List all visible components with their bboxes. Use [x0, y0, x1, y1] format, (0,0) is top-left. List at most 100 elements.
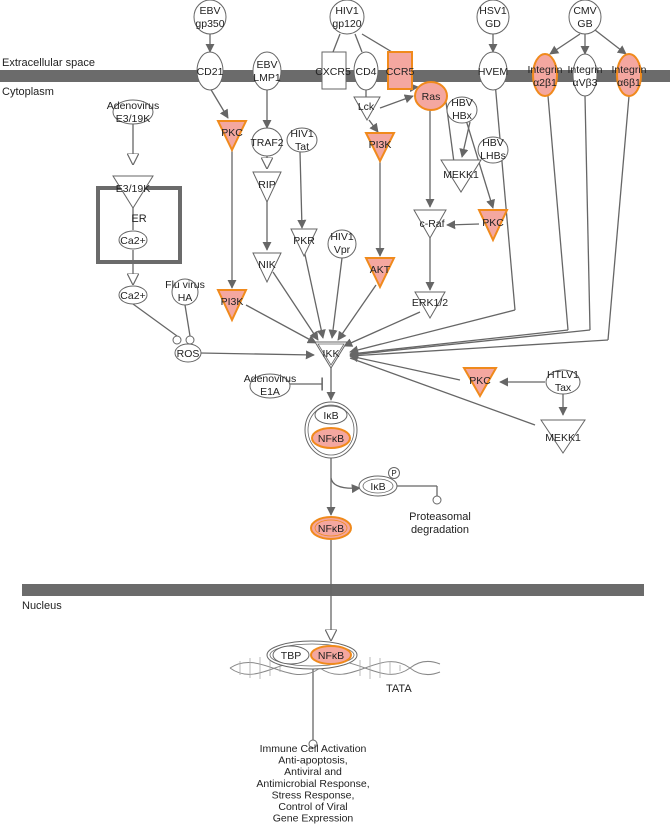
node-rip[interactable]: RIP — [252, 171, 282, 204]
svg-text:HA: HA — [178, 292, 193, 304]
svg-text:HIV1: HIV1 — [290, 128, 314, 140]
svg-text:PKC: PKC — [482, 217, 504, 229]
svg-text:EBV: EBV — [199, 5, 220, 17]
node-integrin-avb3[interactable]: Integrin αVβ3 — [567, 53, 603, 97]
svg-text:CD4: CD4 — [355, 66, 376, 78]
node-ebv-lmp1[interactable]: EBV LMP1 — [252, 51, 282, 91]
node-hiv1-vpr[interactable]: HIV1 Vpr — [327, 229, 357, 259]
node-pi3k-2[interactable]: PI3K — [216, 289, 248, 323]
label-nucleus: Nucleus — [22, 600, 62, 612]
svg-text:Ca2+: Ca2+ — [120, 235, 145, 247]
node-tbp-nfkb-complex[interactable]: TBP NFκB — [266, 640, 358, 670]
svg-text:E1A: E1A — [260, 386, 280, 398]
node-pkc-3[interactable]: PKC — [462, 367, 498, 399]
svg-text:Gene Expression: Gene Expression — [273, 813, 354, 825]
svg-text:degradation: degradation — [411, 524, 469, 536]
node-integrin-a6b1[interactable]: Integrin α6β1 — [611, 53, 647, 97]
node-mekk1-1[interactable]: MEKK1 — [440, 159, 482, 193]
svg-text:IκB: IκB — [370, 481, 385, 493]
node-ca2[interactable]: Ca2+ — [118, 285, 148, 305]
svg-text:GD: GD — [485, 18, 501, 30]
node-htlv1-tax[interactable]: HTLV1 Tax — [545, 369, 581, 395]
svg-text:EBV: EBV — [256, 59, 277, 71]
label-tata: TATA — [386, 683, 412, 695]
node-pi3k-1[interactable]: PI3K — [364, 132, 396, 164]
outcome-dot — [308, 739, 318, 749]
inhibit-dot-1 — [172, 335, 182, 345]
node-ras[interactable]: Ras — [414, 81, 448, 111]
node-ca2-er[interactable]: Ca2+ — [118, 230, 148, 250]
node-lck[interactable]: Lck — [353, 96, 381, 122]
svg-text:RIP: RIP — [258, 179, 276, 191]
node-ccr5[interactable]: CCR5 — [386, 51, 415, 90]
node-akt[interactable]: AKT — [364, 257, 396, 290]
svg-text:c-Raf: c-Raf — [419, 218, 444, 230]
svg-text:HSV1: HSV1 — [479, 5, 507, 17]
node-flu-ha[interactable]: Flu virus HA — [165, 278, 205, 306]
label-extracellular: Extracellular space — [2, 57, 95, 69]
svg-text:ER: ER — [131, 213, 146, 225]
node-adenovirus-e319k[interactable]: Adenovirus E3/19K — [107, 99, 160, 125]
svg-text:MEKK1: MEKK1 — [443, 169, 479, 181]
node-cd4[interactable]: CD4 — [353, 51, 379, 91]
node-ebv-gp350[interactable]: EBV gp350 — [193, 0, 227, 35]
label-proteasomal-degradation: Proteasomal degradation — [409, 511, 471, 536]
node-ikb-2[interactable]: IκB P — [358, 467, 400, 497]
node-cxcr5[interactable]: CXCR5 — [315, 51, 351, 90]
svg-text:GB: GB — [577, 18, 592, 30]
node-pkr[interactable]: PKR — [290, 228, 318, 258]
svg-text:TRAF2: TRAF2 — [250, 137, 283, 149]
node-hbv-lhbs[interactable]: HBV LHBs — [477, 136, 509, 164]
label-cytoplasm: Cytoplasm — [2, 86, 54, 98]
svg-text:gp350: gp350 — [195, 18, 224, 30]
outcomes-text: Immune Cell Activation Anti-apoptosis, A… — [256, 743, 369, 825]
svg-text:Adenovirus: Adenovirus — [244, 373, 297, 385]
svg-text:CD21: CD21 — [197, 66, 224, 78]
svg-text:Ras: Ras — [422, 91, 441, 103]
svg-text:Antimicrobial Response,: Antimicrobial Response, — [256, 778, 369, 790]
svg-text:PKC: PKC — [469, 375, 491, 387]
svg-text:Vpr: Vpr — [334, 244, 351, 256]
node-ikb-nfkb-complex[interactable]: IκB NFκB — [304, 401, 358, 459]
svg-text:Control of Viral: Control of Viral — [278, 801, 347, 813]
node-cmv-gb[interactable]: CMV GB — [568, 0, 602, 35]
svg-text:Integrin: Integrin — [527, 64, 562, 76]
node-nik[interactable]: NIK — [252, 252, 282, 284]
degradation-dot — [432, 495, 442, 505]
node-pkc-2[interactable]: PKC — [477, 209, 509, 243]
nuclear-membrane — [22, 584, 644, 596]
svg-text:HIV1: HIV1 — [335, 5, 359, 17]
node-nfkb-2[interactable]: NFκB — [310, 516, 352, 540]
svg-text:E3/19K: E3/19K — [116, 183, 150, 195]
node-pkc-1[interactable]: PKC — [216, 120, 248, 153]
node-hbv-hbx[interactable]: HBV HBx — [446, 96, 478, 124]
phospho-badge — [388, 467, 400, 479]
node-hiv1-tat[interactable]: HIV1 Tat — [286, 127, 318, 153]
svg-text:αVβ3: αVβ3 — [573, 77, 598, 89]
node-erk12[interactable]: ERK1/2 — [412, 291, 448, 320]
node-hvem[interactable]: HVEM — [478, 51, 508, 91]
node-traf2[interactable]: TRAF2 — [250, 127, 284, 157]
node-e319k[interactable]: E3/19K — [112, 175, 154, 209]
svg-text:CCR5: CCR5 — [386, 66, 415, 78]
svg-text:NFκB: NFκB — [318, 523, 344, 535]
svg-text:HVEM: HVEM — [478, 66, 508, 78]
node-hsv1-gd[interactable]: HSV1 GD — [476, 0, 510, 35]
svg-text:AKT: AKT — [370, 264, 391, 276]
node-ros[interactable]: ROS — [174, 343, 202, 363]
node-mekk1-2[interactable]: MEKK1 — [540, 419, 586, 454]
svg-text:CXCR5: CXCR5 — [315, 66, 351, 78]
node-cd21[interactable]: CD21 — [196, 51, 224, 91]
node-ikk[interactable]: IKK — [314, 341, 348, 369]
svg-text:ERK1/2: ERK1/2 — [412, 297, 448, 309]
node-ikb-1: IκB — [323, 410, 338, 422]
svg-text:Stress Response,: Stress Response, — [272, 789, 355, 801]
svg-text:NIK: NIK — [258, 259, 276, 271]
node-integrin-a2b1[interactable]: Integrin α2β1 — [527, 53, 563, 97]
node-hiv1-gp120[interactable]: HIV1 gp120 — [329, 0, 365, 35]
svg-text:PI3K: PI3K — [221, 296, 244, 308]
node-adenovirus-e1a[interactable]: Adenovirus E1A — [244, 373, 297, 399]
node-craf[interactable]: c-Raf — [413, 209, 447, 240]
inhibit-dot-2 — [185, 335, 195, 345]
svg-text:α6β1: α6β1 — [617, 77, 641, 89]
